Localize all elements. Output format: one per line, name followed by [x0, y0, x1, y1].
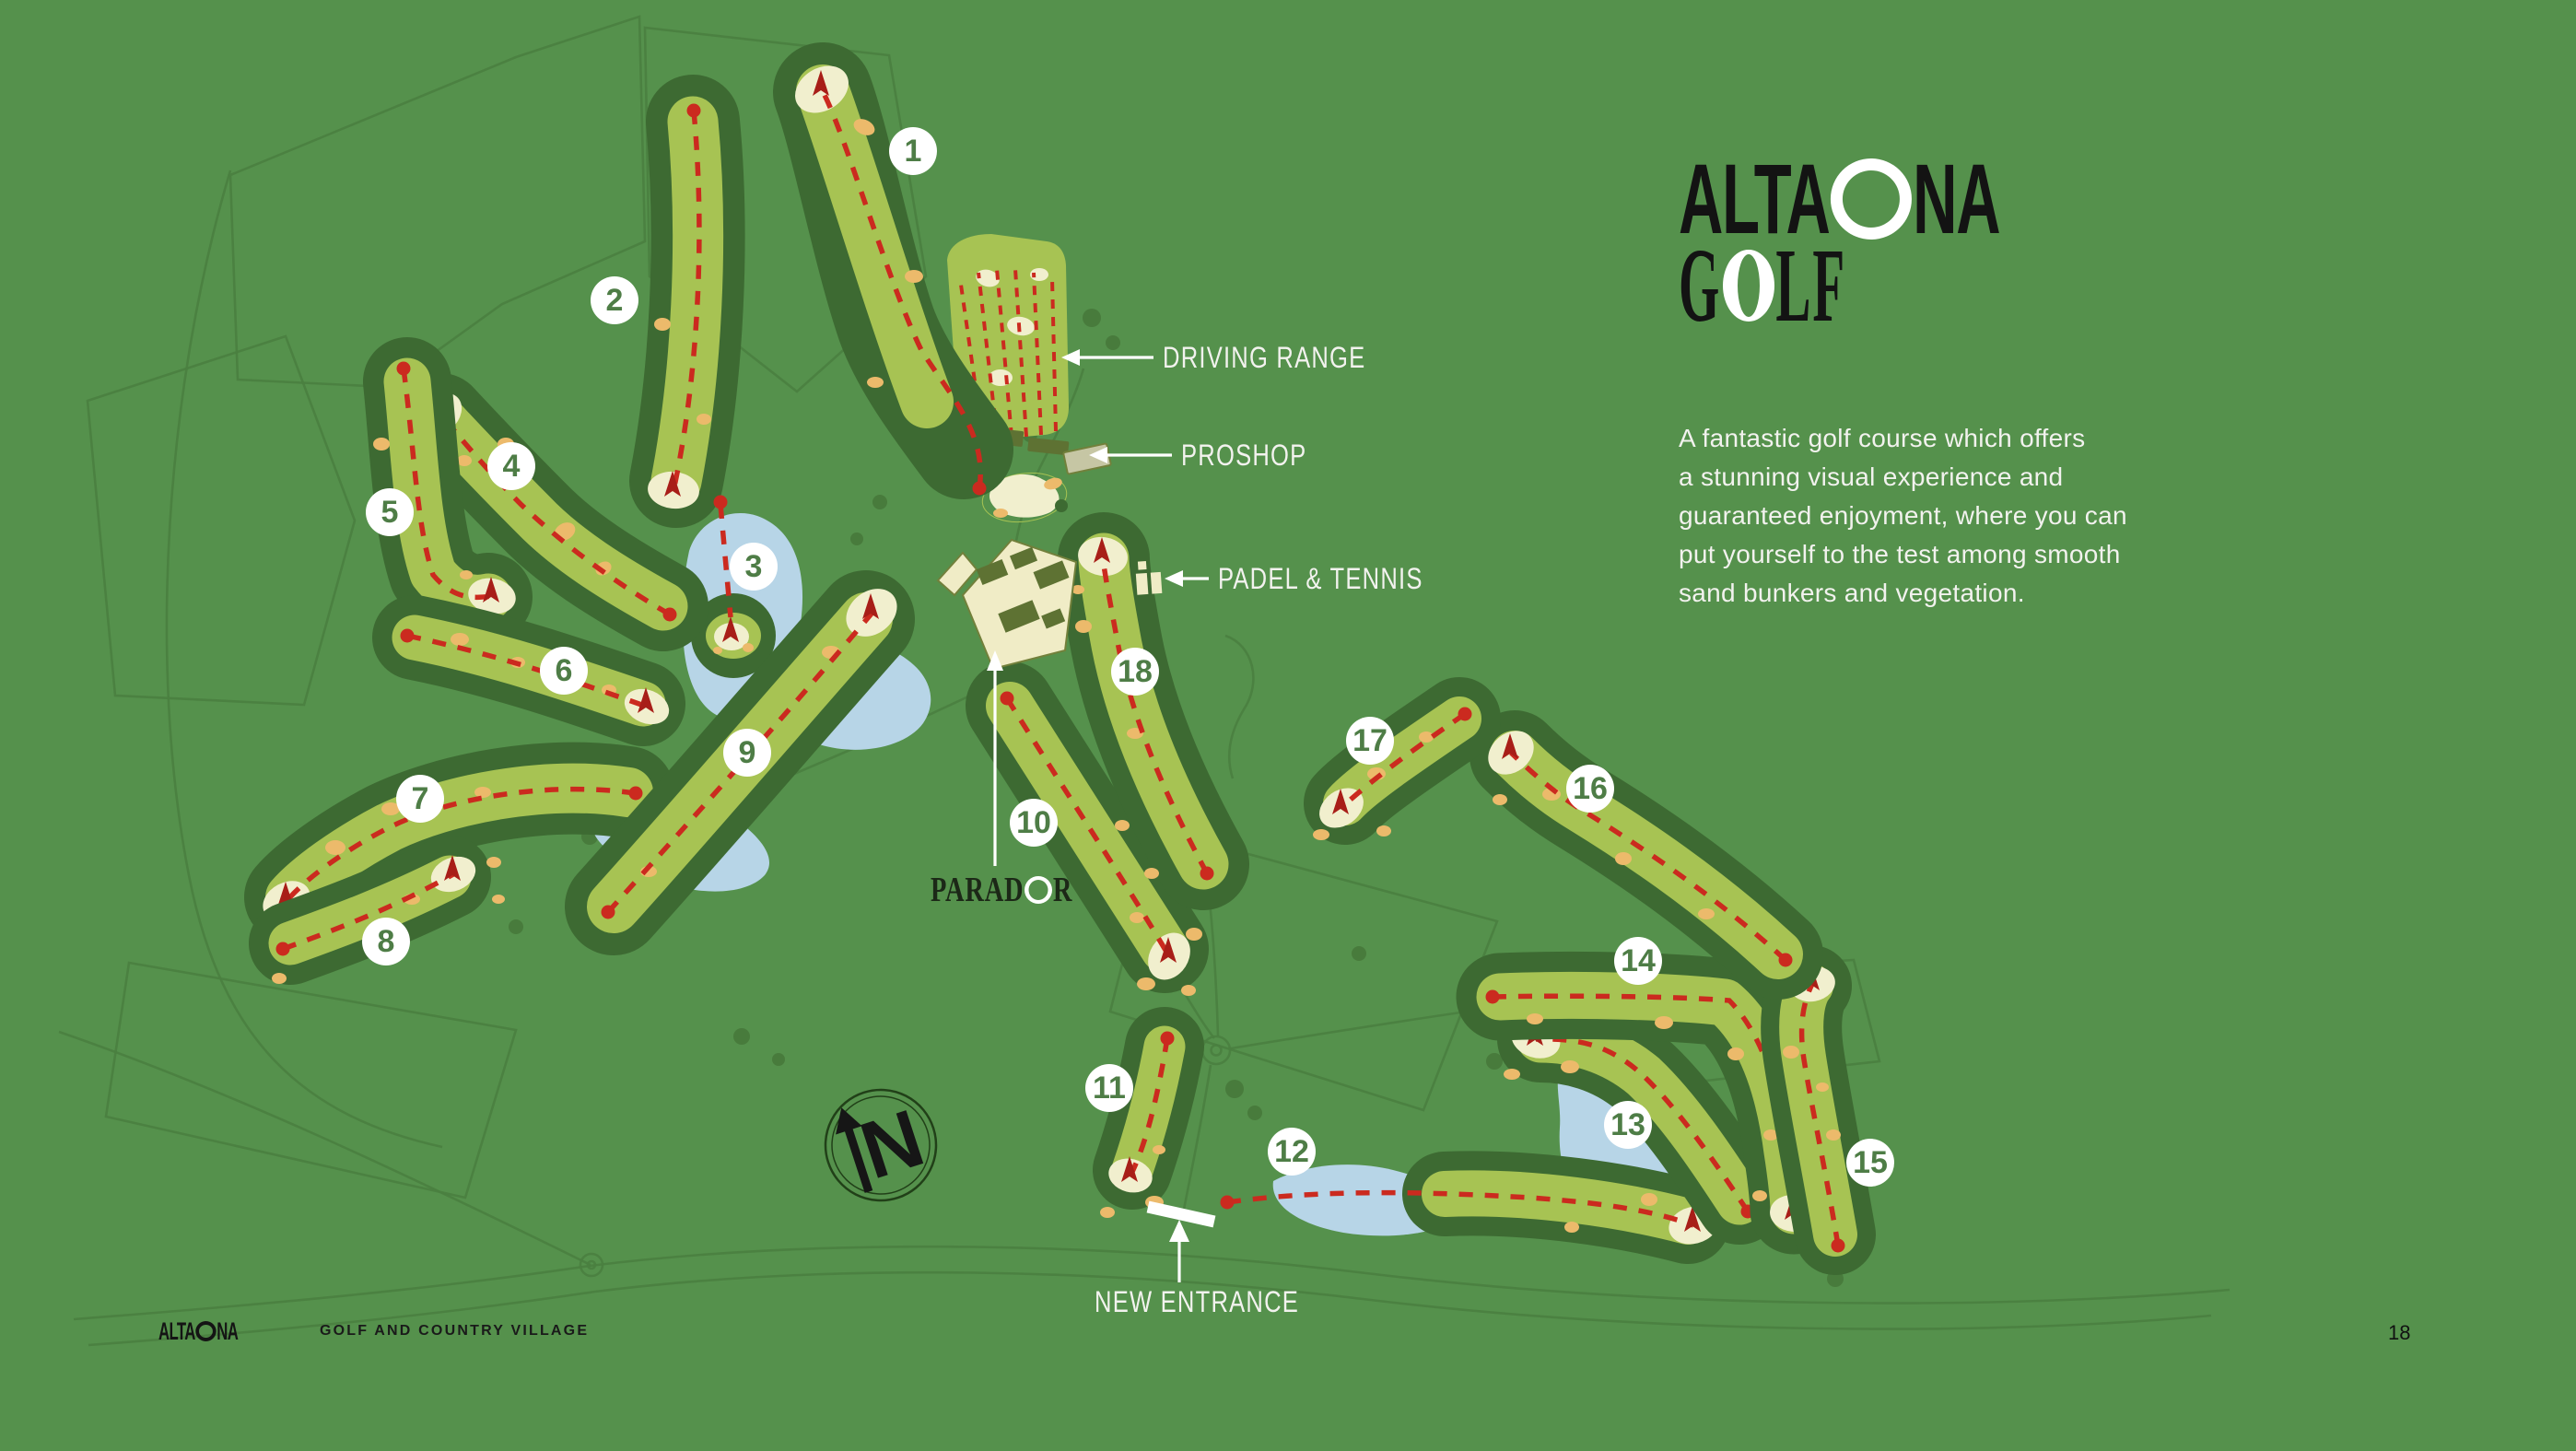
hole-10	[966, 661, 1209, 996]
hole-11	[1093, 1007, 1204, 1218]
practice-green	[981, 472, 1068, 523]
hole-15	[1761, 945, 1876, 1275]
clubhouse-buildings	[936, 538, 1078, 671]
hole-17	[1304, 677, 1501, 845]
label-arrows	[987, 349, 1209, 1282]
hole-3	[691, 495, 776, 678]
north-compass-icon: N	[824, 1088, 938, 1202]
hole-13	[1497, 996, 1783, 1245]
new-entrance-marker	[1146, 1200, 1216, 1228]
hole-12	[1220, 1151, 1730, 1264]
hole-8	[249, 836, 505, 985]
hole-5	[363, 337, 533, 643]
hole-16	[1469, 710, 1823, 1000]
hole-6	[372, 595, 685, 746]
hole-2	[629, 75, 745, 528]
hole-1	[773, 42, 1013, 499]
padel-courts-icon	[1135, 560, 1163, 595]
